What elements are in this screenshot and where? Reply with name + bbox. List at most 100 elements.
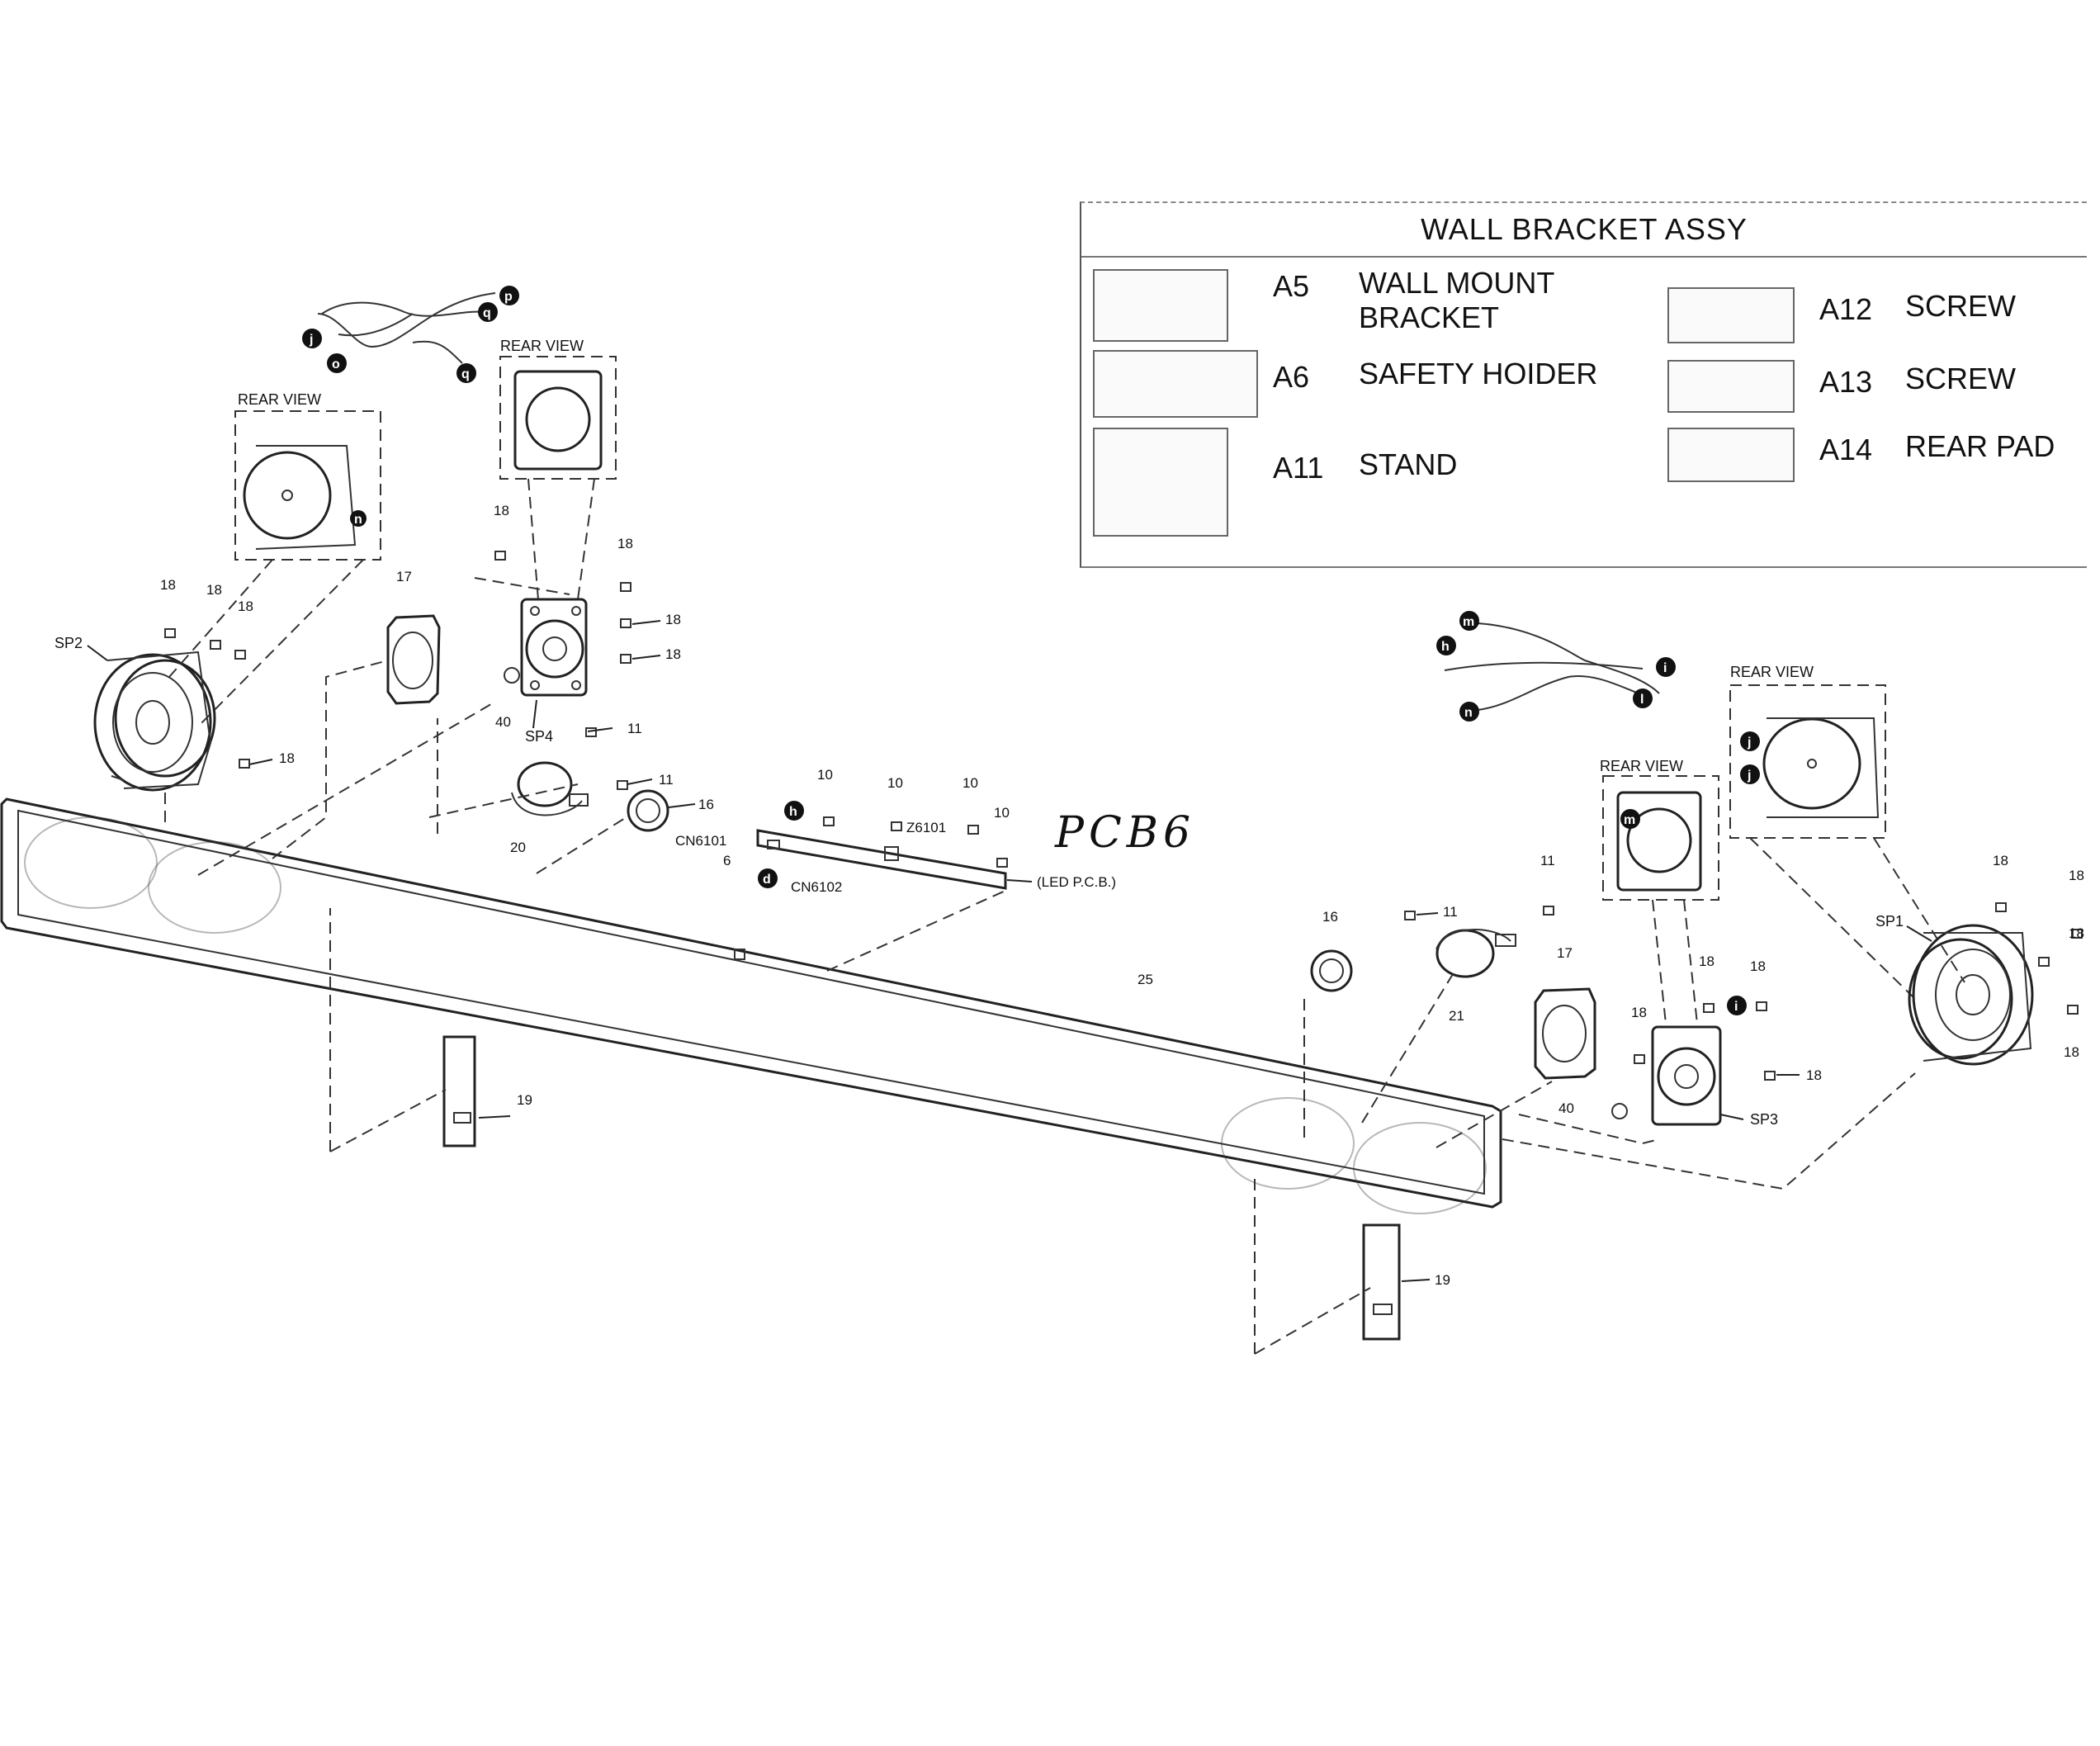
name-a12: SCREW xyxy=(1905,289,2016,323)
label-sp4: SP4 xyxy=(525,728,553,745)
rear-view-label-sp3: REAR VIEW xyxy=(1600,758,1683,774)
svg-text:m: m xyxy=(1624,813,1635,827)
name-a14: REAR PAD xyxy=(1905,429,2055,463)
svg-text:i: i xyxy=(1663,661,1667,675)
speaker-sp2 xyxy=(93,651,216,792)
rear-view-box-sp2 xyxy=(168,410,381,727)
badge-m-right: m xyxy=(1459,611,1479,631)
svg-text:p: p xyxy=(504,290,513,304)
svg-text:6: 6 xyxy=(723,853,731,868)
svg-text:j: j xyxy=(1747,769,1751,783)
svg-text:18: 18 xyxy=(238,599,253,614)
label-sp1: SP1 xyxy=(1875,913,1904,930)
svg-text:n: n xyxy=(1464,706,1473,720)
name-a13: SCREW xyxy=(1905,362,2016,395)
badge-l-right: l xyxy=(1633,688,1653,708)
speaker-sp3 xyxy=(1651,1025,1722,1126)
rear-view-label-sp2: REAR VIEW xyxy=(238,391,321,408)
gasket-17-left xyxy=(386,614,441,705)
name-a5-line2: BRACKET xyxy=(1359,300,1500,334)
svg-text:40: 40 xyxy=(495,714,511,730)
ring-16-right xyxy=(1310,949,1353,992)
name-a6: SAFETY HOIDER xyxy=(1359,357,1598,390)
washer-40-right xyxy=(1611,1103,1628,1119)
svg-text:20: 20 xyxy=(510,840,526,855)
badge-d-pcb: d xyxy=(758,868,778,888)
svg-text:18: 18 xyxy=(206,582,222,598)
ring-16-left xyxy=(627,789,669,832)
badge-q: q xyxy=(456,363,476,383)
handwritten-note: PCB6 xyxy=(1054,808,1195,858)
wall-bracket-assy-title: WALL BRACKET ASSY xyxy=(1081,203,2087,258)
code-a11: A11 xyxy=(1273,451,1324,485)
leader-lines xyxy=(87,620,1932,1282)
svg-text:10: 10 xyxy=(962,775,978,791)
soundbar-body xyxy=(0,797,1502,1214)
thumb-wall-mount-bracket xyxy=(1093,269,1228,342)
badge-p: p xyxy=(499,286,519,305)
svg-text:i: i xyxy=(1734,1000,1738,1014)
svg-text:16: 16 xyxy=(1322,909,1338,925)
svg-text:h: h xyxy=(1441,640,1450,654)
svg-text:19: 19 xyxy=(1435,1272,1450,1288)
bracket-19-right xyxy=(1362,1223,1401,1341)
badge-j-sp1b: j xyxy=(1740,764,1760,784)
code-a12: A12 xyxy=(1819,292,1873,326)
svg-text:18: 18 xyxy=(2064,1044,2079,1060)
svg-text:25: 25 xyxy=(1138,972,1153,987)
gasket-17-right xyxy=(1534,987,1596,1080)
label-sp3: SP3 xyxy=(1750,1111,1778,1128)
thumb-rear-pad xyxy=(1667,428,1795,482)
svg-text:j: j xyxy=(309,333,313,347)
svg-text:10: 10 xyxy=(817,767,833,783)
svg-text:18: 18 xyxy=(494,503,509,518)
svg-text:d: d xyxy=(763,873,771,887)
wall-bracket-assy-table: WALL BRACKET ASSY A5 WALL MOUNT BRACKET … xyxy=(1080,201,2087,568)
svg-text:18: 18 xyxy=(2069,868,2084,883)
svg-text:11: 11 xyxy=(1540,853,1555,868)
svg-text:q: q xyxy=(461,367,470,381)
svg-text:18: 18 xyxy=(1631,1005,1647,1020)
washer-40-left xyxy=(504,667,520,684)
svg-text:17: 17 xyxy=(396,569,412,584)
svg-text:19: 19 xyxy=(517,1092,532,1108)
svg-text:11: 11 xyxy=(1443,904,1458,920)
svg-text:18: 18 xyxy=(279,750,295,766)
wire-harness-left xyxy=(317,292,496,364)
name-a11: STAND xyxy=(1359,447,1458,481)
svg-text:q: q xyxy=(483,306,491,320)
svg-text:j: j xyxy=(1747,736,1751,750)
badge-h-right: h xyxy=(1436,636,1456,655)
name-a5-line1: WALL MOUNT xyxy=(1359,266,1555,300)
svg-text:18: 18 xyxy=(2069,925,2084,941)
thumb-stand xyxy=(1093,428,1228,537)
svg-text:10: 10 xyxy=(887,775,903,791)
svg-text:m: m xyxy=(1463,615,1474,629)
badge-i-sp3: i xyxy=(1727,996,1747,1015)
code-a13: A13 xyxy=(1819,365,1873,399)
svg-text:18: 18 xyxy=(617,536,633,551)
svg-text:18: 18 xyxy=(1750,958,1766,974)
label-led-pcb: (LED P.C.B.) xyxy=(1037,874,1116,890)
code-a6: A6 xyxy=(1273,360,1310,394)
svg-text:18: 18 xyxy=(160,577,176,593)
rear-view-box-sp4 xyxy=(499,356,617,600)
bracket-19-left xyxy=(442,1035,476,1147)
thumb-safety-holder xyxy=(1093,350,1258,418)
badge-i-right: i xyxy=(1656,657,1676,677)
label-cn6102: CN6102 xyxy=(791,879,842,895)
badge-n-left: n xyxy=(350,510,367,527)
clamp-21-right xyxy=(1435,929,1516,978)
svg-text:h: h xyxy=(789,805,797,819)
badge-o: o xyxy=(327,353,347,373)
svg-text:18: 18 xyxy=(665,612,681,627)
svg-text:11: 11 xyxy=(659,772,674,788)
thumb-screw-a13 xyxy=(1667,360,1795,413)
svg-text:18: 18 xyxy=(665,646,681,662)
rear-view-label-sp4: REAR VIEW xyxy=(500,338,584,354)
svg-text:40: 40 xyxy=(1558,1100,1574,1116)
part-labels: REAR VIEW REAR VIEW REAR VIEW REAR VIEW … xyxy=(54,338,2084,1288)
svg-text:21: 21 xyxy=(1449,1008,1464,1024)
rear-view-box-sp1 xyxy=(1729,684,1965,1000)
